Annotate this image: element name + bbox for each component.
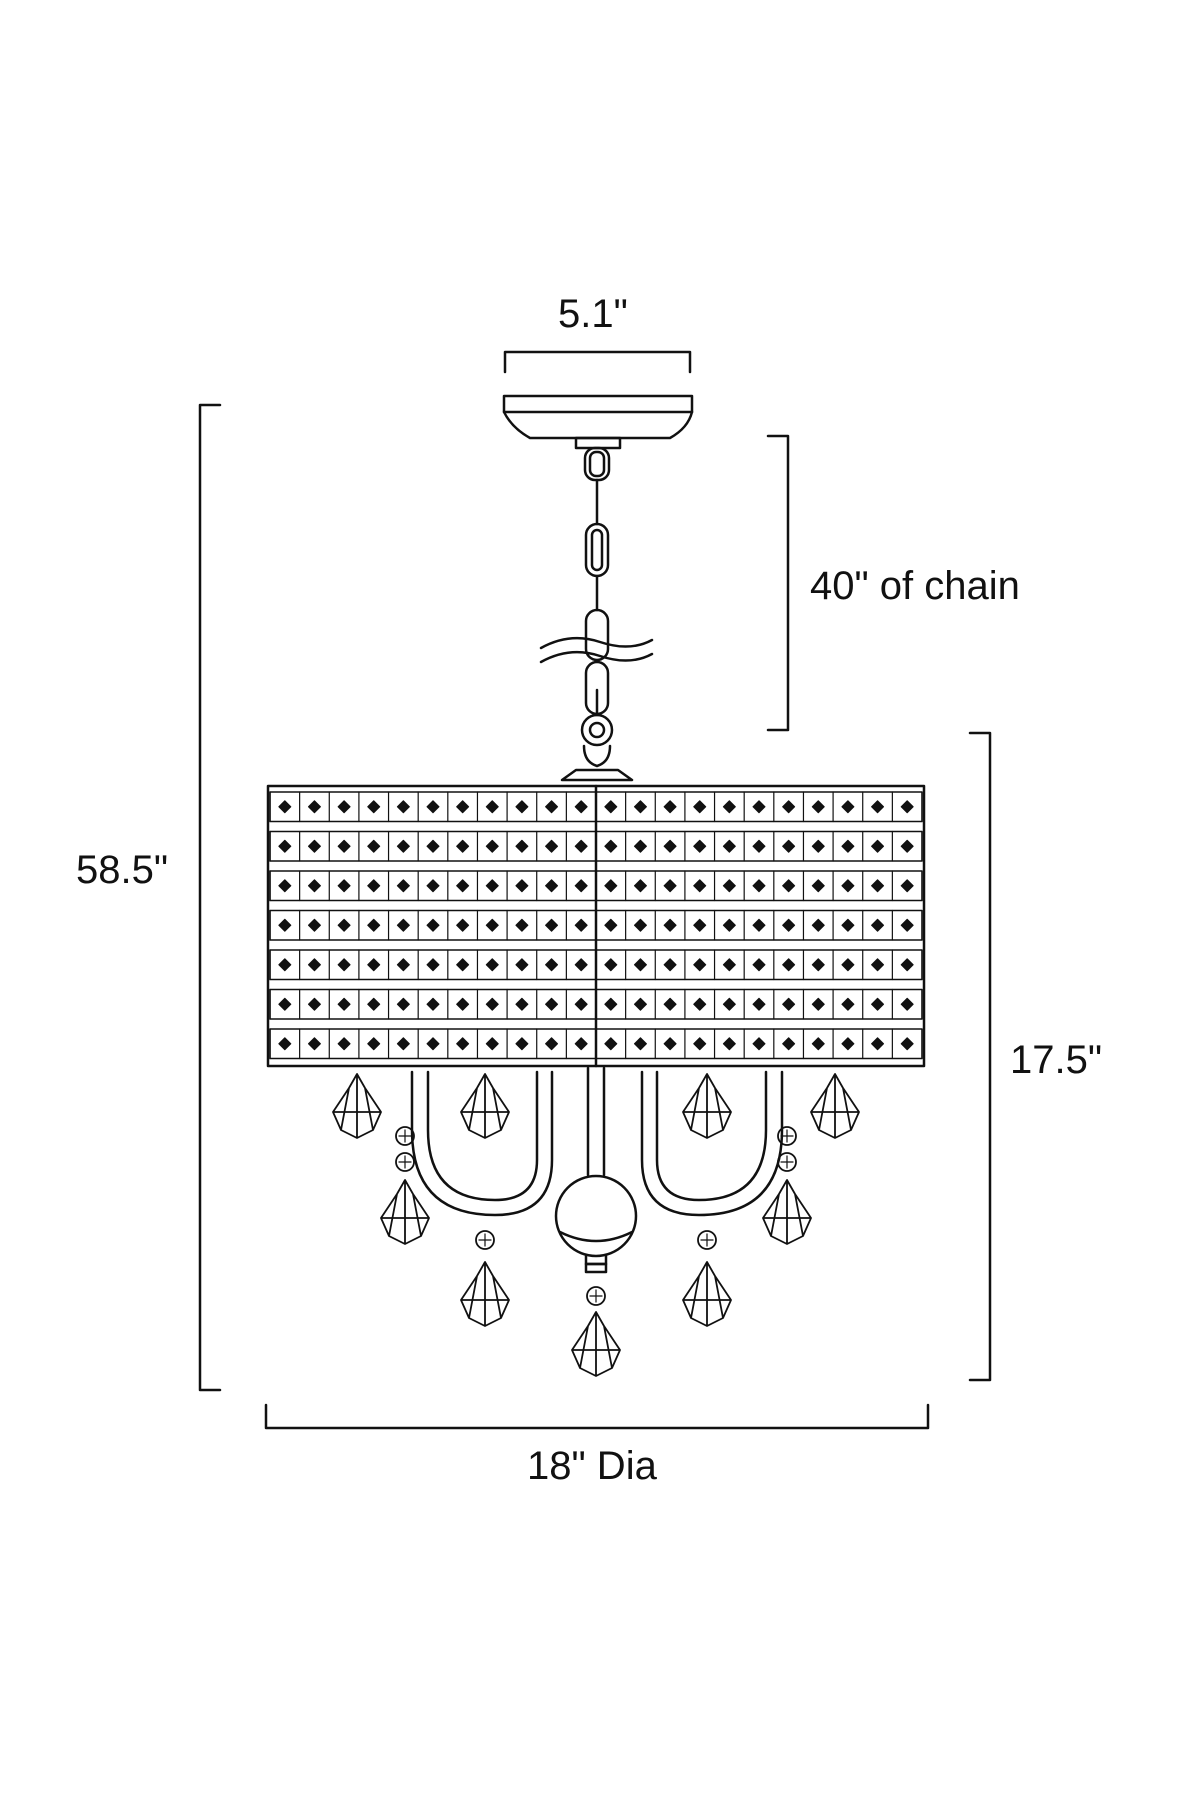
fixture-height-label: 17.5" bbox=[1010, 1038, 1103, 1082]
chain-length-label: 40" of chain bbox=[810, 564, 1020, 608]
overall-height-label: 58.5" bbox=[76, 848, 169, 892]
diameter-bracket bbox=[264, 1403, 930, 1430]
crystal-shade bbox=[266, 784, 926, 1068]
shade-crystal-rows bbox=[269, 791, 923, 1060]
fixture-height-bracket bbox=[968, 731, 992, 1382]
overall-height-bracket bbox=[198, 403, 222, 1392]
crystal-pendants bbox=[332, 1073, 860, 1377]
canopy-width-label: 5.1" bbox=[558, 292, 628, 336]
candle-arms bbox=[410, 1066, 784, 1274]
chain-length-bracket bbox=[766, 434, 790, 732]
chain bbox=[539, 446, 654, 782]
diameter-label: 18" Dia bbox=[527, 1444, 657, 1488]
canopy bbox=[502, 394, 694, 450]
canopy-width-bracket bbox=[503, 350, 692, 374]
